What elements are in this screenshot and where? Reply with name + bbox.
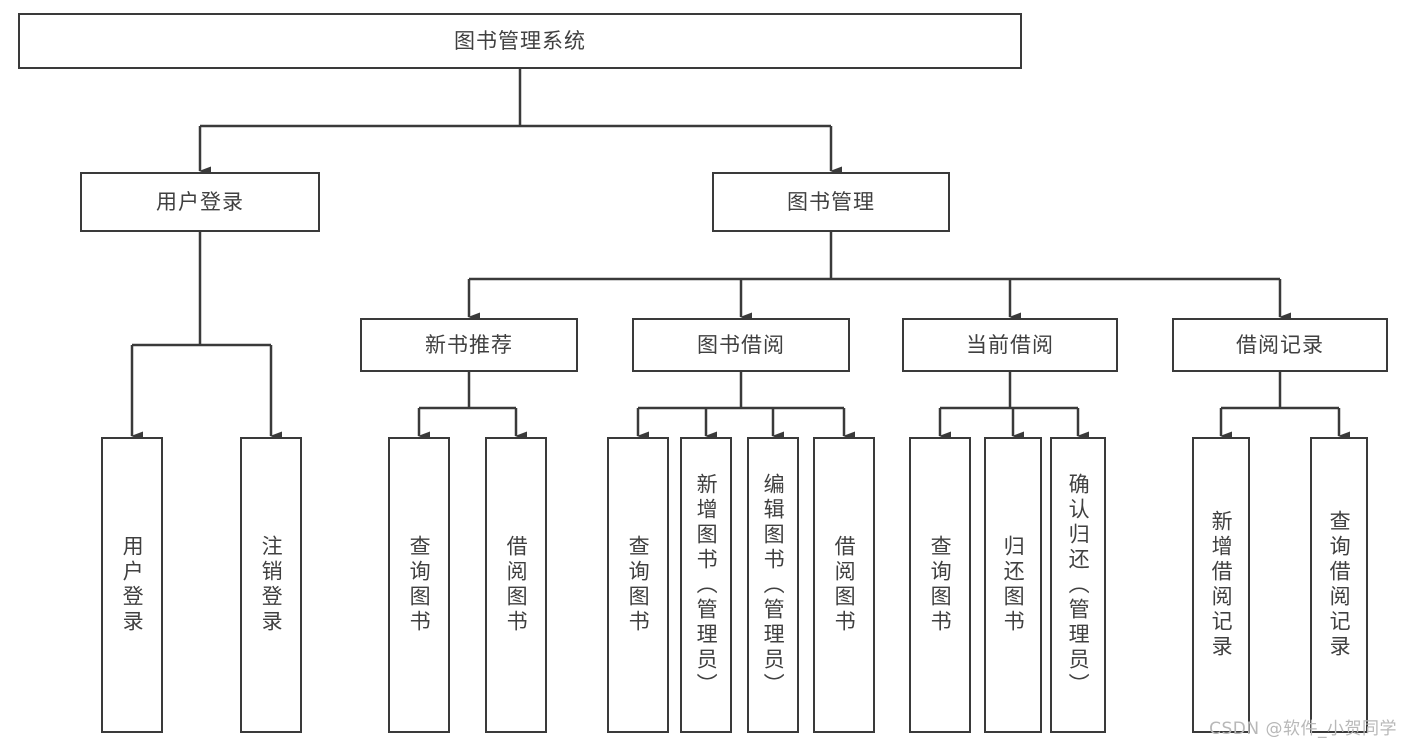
- node-label: 用户登录: [156, 189, 244, 214]
- node-leaf-borrow-book-1[interactable]: 借阅图书: [485, 437, 547, 733]
- watermark-text: CSDN @软件_小贺同学: [1209, 719, 1397, 739]
- node-label: 查询借阅记录: [1327, 510, 1352, 660]
- node-leaf-edit-book[interactable]: 编辑图书（管理员）: [747, 437, 799, 733]
- node-label: 用户登录: [120, 535, 145, 635]
- node-leaf-add-book[interactable]: 新增图书（管理员）: [680, 437, 732, 733]
- node-leaf-query-record[interactable]: 查询借阅记录: [1310, 437, 1368, 733]
- node-leaf-query-book-1[interactable]: 查询图书: [388, 437, 450, 733]
- node-leaf-add-record[interactable]: 新增借阅记录: [1192, 437, 1250, 733]
- node-label: 借阅记录: [1236, 332, 1324, 357]
- node-leaf-confirm-return[interactable]: 确认归还（管理员）: [1050, 437, 1106, 733]
- node-borrow-record[interactable]: 借阅记录: [1172, 318, 1388, 372]
- node-leaf-user-logout[interactable]: 注销登录: [240, 437, 302, 733]
- node-label: 当前借阅: [966, 332, 1054, 357]
- node-label: 查询图书: [928, 535, 953, 635]
- node-leaf-return-book[interactable]: 归还图书: [984, 437, 1042, 733]
- node-new-book-recommend[interactable]: 新书推荐: [360, 318, 578, 372]
- node-label: 图书管理: [787, 189, 875, 214]
- node-label: 新增图书（管理员）: [694, 472, 719, 698]
- node-label: 查询图书: [626, 535, 651, 635]
- node-label: 借阅图书: [504, 535, 529, 635]
- node-label: 图书借阅: [697, 332, 785, 357]
- node-label: 查询图书: [407, 535, 432, 635]
- node-label: 归还图书: [1001, 535, 1026, 635]
- node-current-borrow[interactable]: 当前借阅: [902, 318, 1118, 372]
- node-leaf-query-book-3[interactable]: 查询图书: [909, 437, 971, 733]
- node-leaf-query-book-2[interactable]: 查询图书: [607, 437, 669, 733]
- node-label: 图书管理系统: [454, 28, 586, 53]
- node-user-login[interactable]: 用户登录: [80, 172, 320, 232]
- node-book-manage[interactable]: 图书管理: [712, 172, 950, 232]
- node-label: 编辑图书（管理员）: [761, 472, 786, 698]
- node-label: 借阅图书: [832, 535, 857, 635]
- node-leaf-user-login[interactable]: 用户登录: [101, 437, 163, 733]
- node-label: 新增借阅记录: [1209, 510, 1234, 660]
- node-leaf-borrow-book-2[interactable]: 借阅图书: [813, 437, 875, 733]
- node-root[interactable]: 图书管理系统: [18, 13, 1022, 69]
- node-label: 注销登录: [259, 535, 284, 635]
- node-label: 新书推荐: [425, 332, 513, 357]
- node-label: 确认归还（管理员）: [1066, 472, 1091, 698]
- node-book-borrow[interactable]: 图书借阅: [632, 318, 850, 372]
